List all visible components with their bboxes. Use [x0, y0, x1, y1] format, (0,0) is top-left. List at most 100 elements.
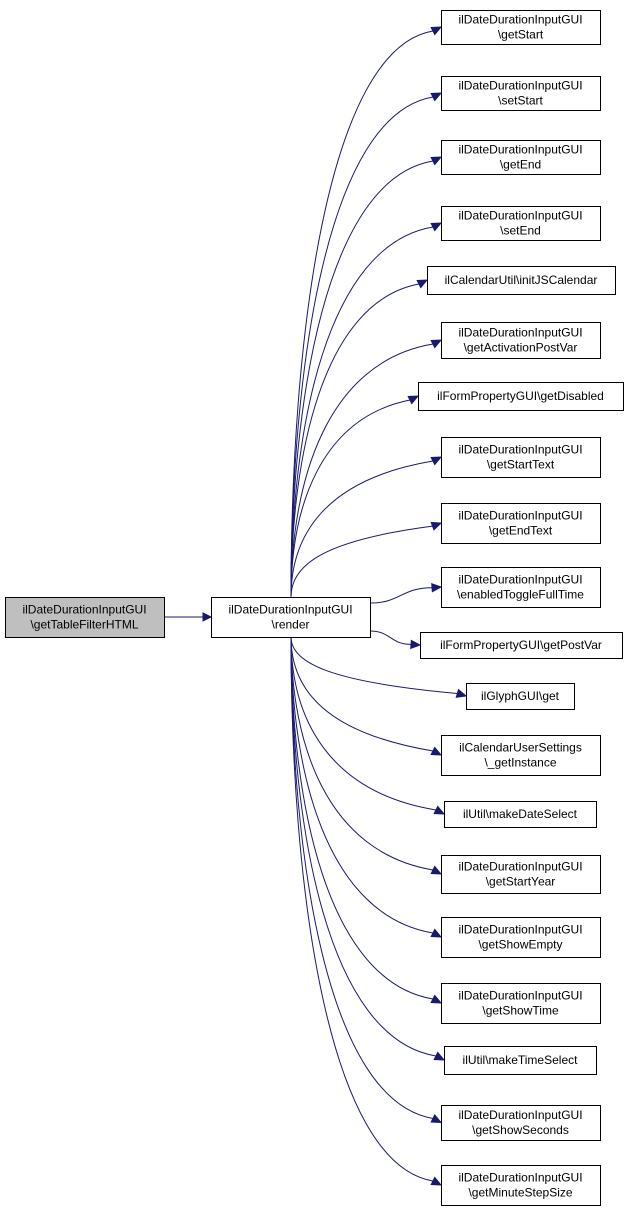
- nodes-layer: ilDateDurationInputGUI\getTableFilterHTM…: [5, 10, 624, 1206]
- node-box: [5, 597, 165, 638]
- node-label: ilDateDurationInputGUI: [228, 603, 352, 617]
- node-label: ilDateDurationInputGUI: [458, 79, 582, 93]
- node-label: ilUtil\makeTimeSelect: [463, 1053, 579, 1067]
- node-box: [441, 983, 601, 1024]
- node-label: ilDateDurationInputGUI: [458, 209, 582, 223]
- node-label: ilDateDurationInputGUI: [458, 860, 582, 874]
- node-getInstance[interactable]: ilCalendarUserSettings\_getInstance: [441, 735, 601, 776]
- node-box: [418, 382, 624, 411]
- edge-render-to-getEnd: [290, 156, 443, 598]
- node-box: [441, 10, 601, 45]
- node-box: [441, 206, 601, 241]
- node-label: \getStartText: [487, 458, 555, 472]
- node-box: [441, 76, 601, 111]
- node-getEndText[interactable]: ilDateDurationInputGUI\getEndText: [441, 503, 601, 544]
- node-label: ilDateDurationInputGUI: [458, 1108, 582, 1122]
- node-setStart[interactable]: ilDateDurationInputGUI\setStart: [441, 76, 601, 111]
- node-label: ilDateDurationInputGUI: [458, 509, 582, 523]
- node-box: [427, 266, 616, 295]
- node-box: [441, 917, 601, 958]
- node-getMinuteStepSize[interactable]: ilDateDurationInputGUI\getMinuteStepSize: [441, 1165, 601, 1206]
- edge-render-to-getShowSeconds: [290, 636, 443, 1124]
- node-enabledToggleFullTime[interactable]: ilDateDurationInputGUI\enabledToggleFull…: [441, 567, 601, 608]
- node-getPostVar[interactable]: ilFormPropertyGUI\getPostVar: [420, 632, 623, 659]
- edge-render-to-getShowTime: [290, 636, 443, 1004]
- node-label: ilUtil\makeDateSelect: [463, 807, 578, 821]
- node-label: ilDateDurationInputGUI: [458, 443, 582, 457]
- node-render[interactable]: ilDateDurationInputGUI\render: [211, 597, 371, 638]
- node-box: [441, 567, 601, 608]
- node-getStart[interactable]: ilDateDurationInputGUI\getStart: [441, 10, 601, 45]
- node-label: ilDateDurationInputGUI: [458, 143, 582, 157]
- node-label: ilDateDurationInputGUI: [458, 1171, 582, 1185]
- node-getShowEmpty[interactable]: ilDateDurationInputGUI\getShowEmpty: [441, 917, 601, 958]
- edge-render-to-getInstance: [290, 636, 443, 756]
- edge-render-to-enabledToggleFullTime: [369, 583, 443, 604]
- node-setEnd[interactable]: ilDateDurationInputGUI\setEnd: [441, 206, 601, 241]
- node-label: \setStart: [498, 94, 543, 108]
- node-label: ilDateDurationInputGUI: [458, 326, 582, 340]
- node-getDisabled[interactable]: ilFormPropertyGUI\getDisabled: [418, 382, 624, 411]
- node-label: ilCalendarUtil\initJSCalendar: [445, 273, 598, 287]
- node-label: ilDateDurationInputGUI: [458, 13, 582, 27]
- node-box: [420, 632, 623, 659]
- edge-render-to-getStart: [290, 26, 443, 598]
- node-label: \setEnd: [500, 224, 541, 238]
- node-getActivationPostVar[interactable]: ilDateDurationInputGUI\getActivationPost…: [441, 322, 601, 359]
- edge-render-to-initJSCalendar: [290, 279, 429, 598]
- node-label: \getStartYear: [486, 875, 556, 889]
- node-label: \enabledToggleFullTime: [457, 588, 584, 602]
- node-label: \getStart: [498, 28, 544, 42]
- node-label: \getMinuteStepSize: [468, 1186, 572, 1200]
- node-glyphGet[interactable]: ilGlyphGUI\get: [466, 683, 575, 710]
- node-getShowTime[interactable]: ilDateDurationInputGUI\getShowTime: [441, 983, 601, 1024]
- node-label: \render: [271, 618, 309, 632]
- node-box: [441, 735, 601, 776]
- node-label: ilGlyphGUI\get: [481, 689, 560, 703]
- node-label: \getEnd: [500, 158, 541, 172]
- node-label: ilFormPropertyGUI\getPostVar: [440, 638, 602, 652]
- node-box: [441, 1165, 601, 1206]
- edge-render-to-glyphGet: [290, 636, 468, 698]
- node-label: ilDateDurationInputGUI: [22, 603, 146, 617]
- node-box: [441, 437, 601, 478]
- node-getStartText[interactable]: ilDateDurationInputGUI\getStartText: [441, 437, 601, 478]
- node-getShowSeconds[interactable]: ilDateDurationInputGUI\getShowSeconds: [441, 1105, 601, 1141]
- node-makeTimeSelect[interactable]: ilUtil\makeTimeSelect: [444, 1046, 597, 1075]
- node-label: ilFormPropertyGUI\getDisabled: [437, 389, 604, 403]
- edge-render-to-setStart: [290, 92, 443, 598]
- edge-render-to-getStartYear: [290, 636, 443, 875]
- node-box: [441, 140, 601, 175]
- node-initJSCalendar[interactable]: ilCalendarUtil\initJSCalendar: [427, 266, 616, 295]
- node-label: ilCalendarUserSettings: [459, 741, 582, 755]
- node-label: \getShowSeconds: [472, 1123, 569, 1137]
- node-label: ilDateDurationInputGUI: [458, 989, 582, 1003]
- node-root[interactable]: ilDateDurationInputGUI\getTableFilterHTM…: [5, 597, 165, 638]
- node-label: \getShowTime: [482, 1004, 559, 1018]
- edge-render-to-getMinuteStepSize: [290, 636, 443, 1186]
- edge-render-to-getActivationPostVar: [290, 339, 443, 598]
- node-box: [444, 801, 597, 828]
- edges-layer: [164, 26, 468, 1186]
- node-label: ilDateDurationInputGUI: [458, 923, 582, 937]
- node-label: \getTableFilterHTML: [30, 618, 138, 632]
- edge-render-to-getDisabled: [290, 395, 420, 598]
- node-label: ilDateDurationInputGUI: [458, 573, 582, 587]
- node-getStartYear[interactable]: ilDateDurationInputGUI\getStartYear: [441, 855, 601, 894]
- edge-render-to-getStartText: [290, 456, 443, 598]
- node-box: [441, 855, 601, 894]
- node-getEnd[interactable]: ilDateDurationInputGUI\getEnd: [441, 140, 601, 175]
- node-box: [444, 1046, 597, 1075]
- node-label: \getShowEmpty: [478, 938, 562, 952]
- node-makeDateSelect[interactable]: ilUtil\makeDateSelect: [444, 801, 597, 828]
- node-label: \getActivationPostVar: [464, 341, 578, 355]
- edge-render-to-getPostVar: [369, 630, 422, 650]
- node-box: [211, 597, 371, 638]
- edge-root-to-render: [164, 612, 213, 622]
- node-box: [441, 1105, 601, 1141]
- edge-render-to-getEndText: [290, 521, 443, 598]
- edge-render-to-makeTimeSelect: [290, 636, 446, 1061]
- node-label: \_getInstance: [484, 756, 556, 770]
- edge-render-to-makeDateSelect: [290, 636, 446, 815]
